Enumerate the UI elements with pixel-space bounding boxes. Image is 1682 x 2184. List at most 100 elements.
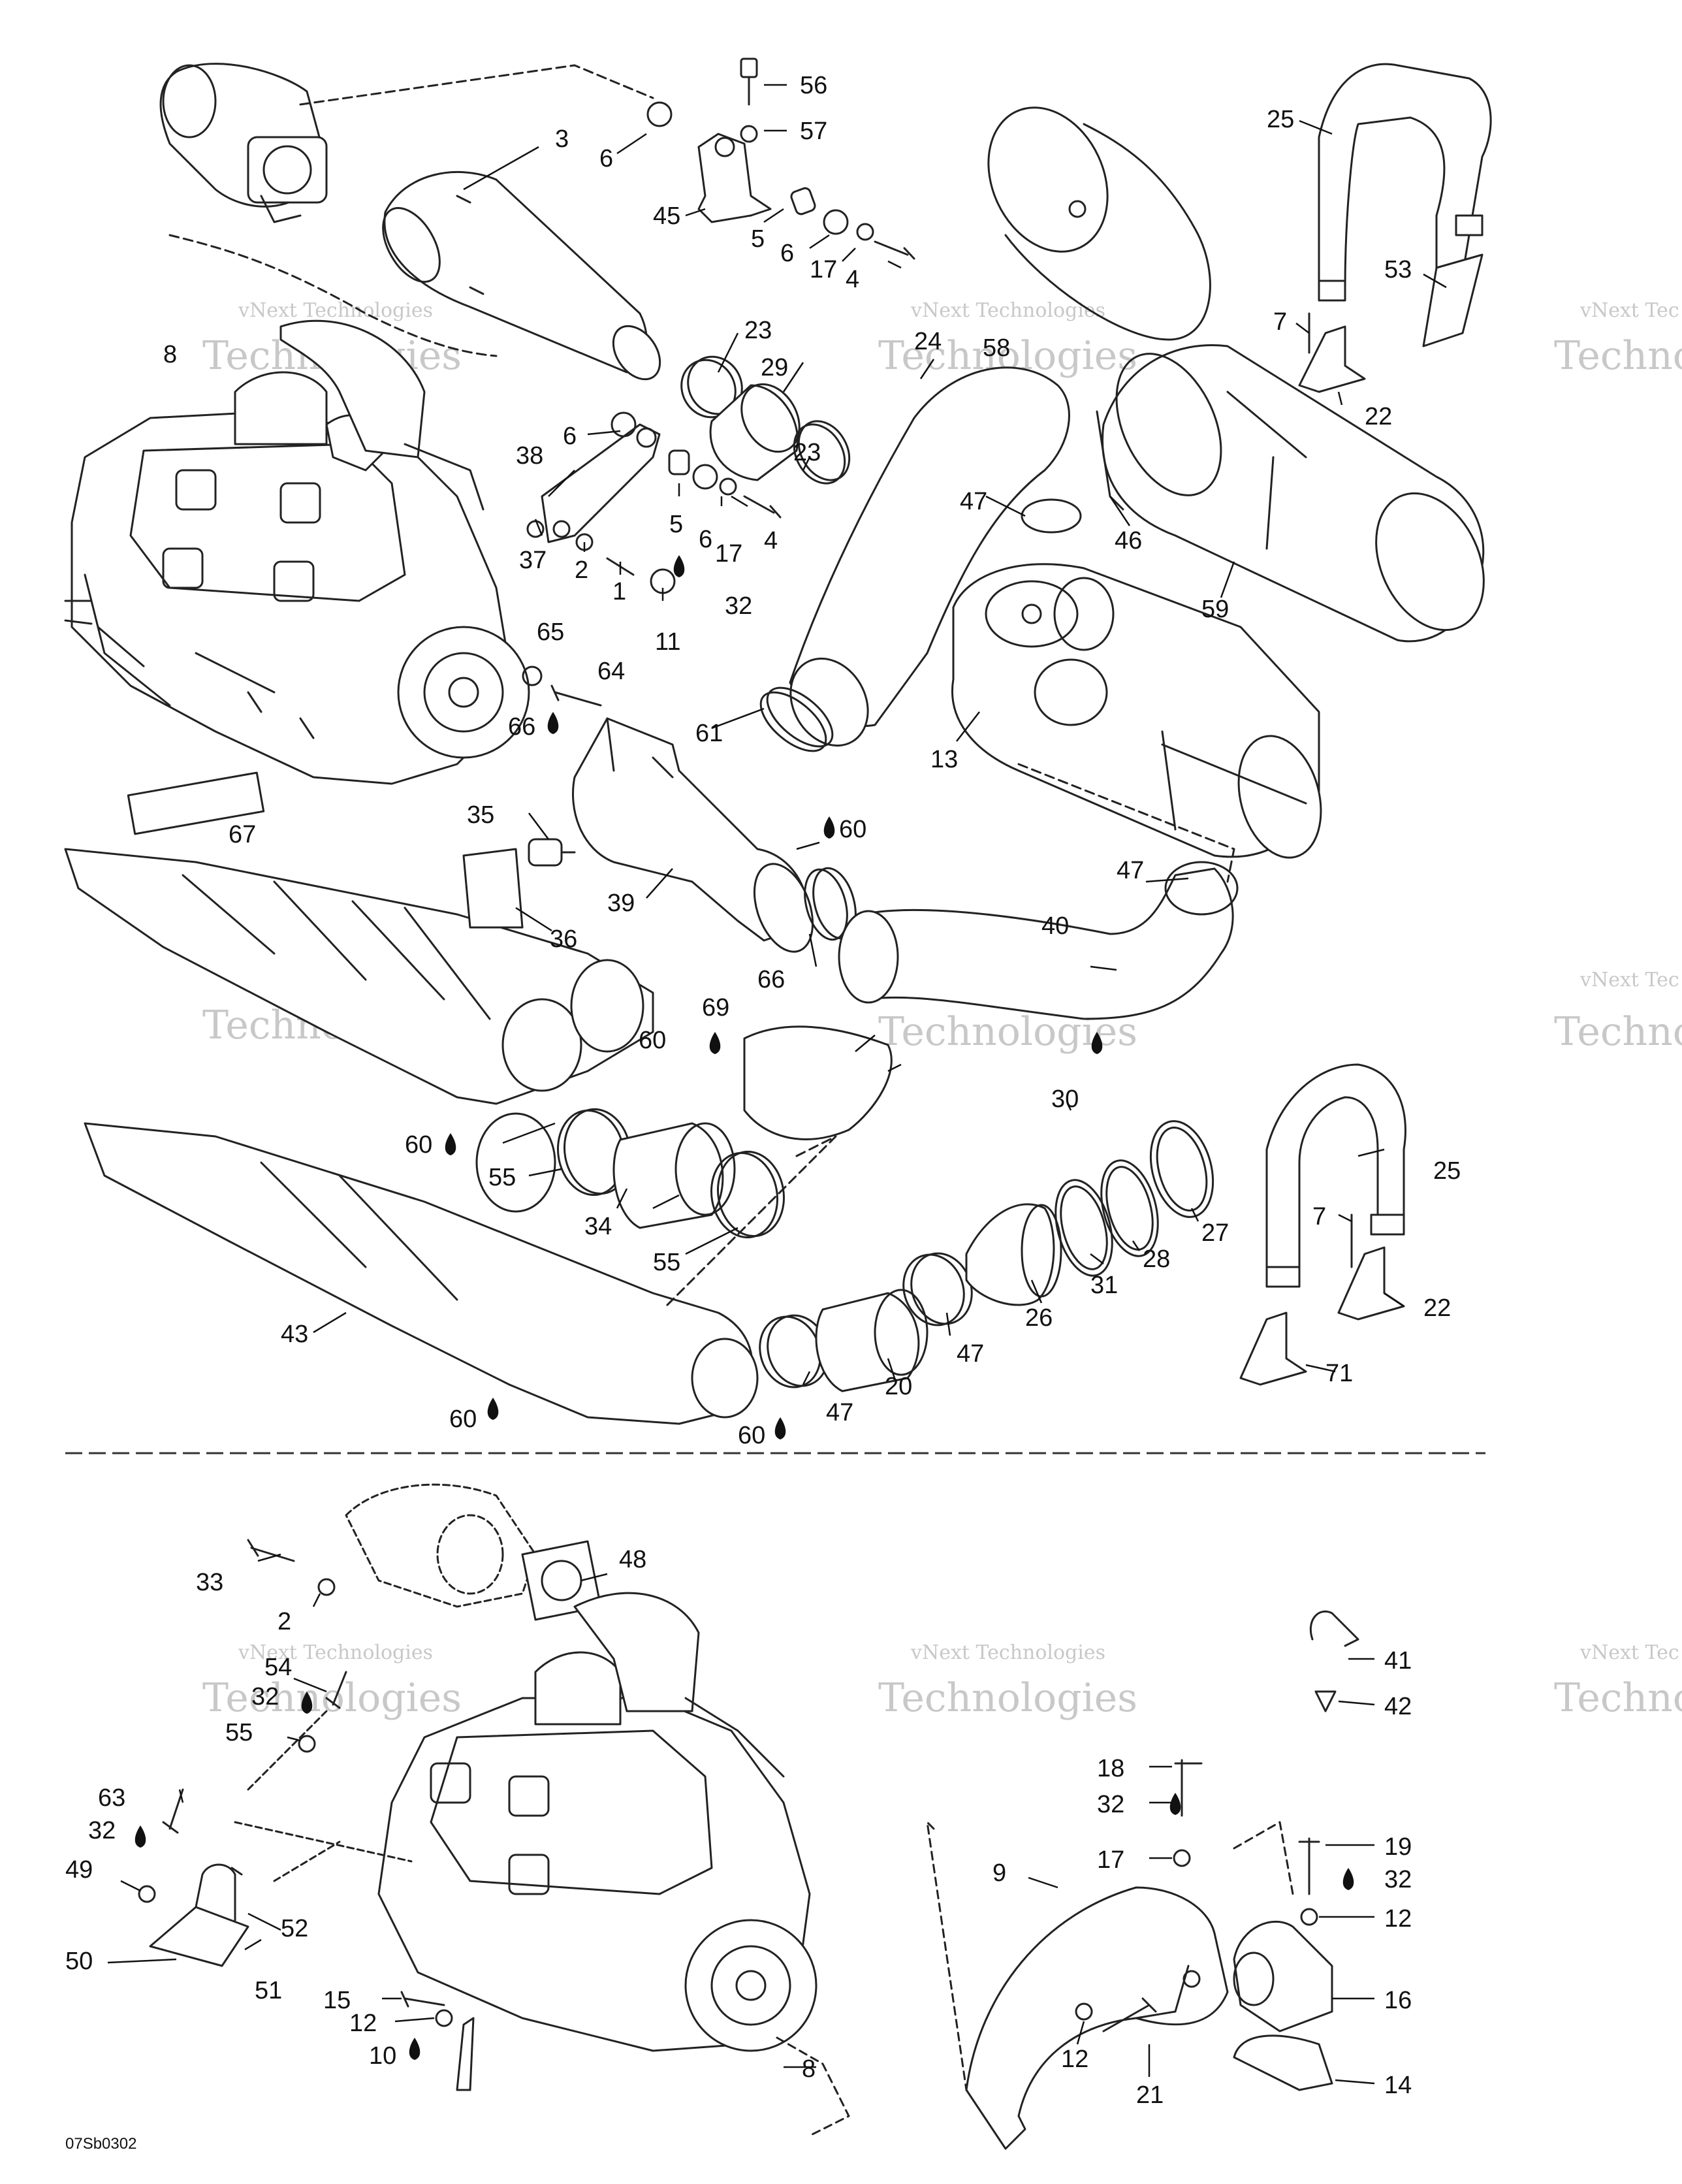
callout-11: 11 — [655, 628, 680, 656]
callout-64: 64 — [597, 658, 625, 685]
bracket-22a — [1298, 325, 1366, 393]
muffler-cover-60 — [1102, 344, 1485, 643]
callout-6: 6 — [780, 240, 794, 267]
exhaust-hose-24 — [789, 366, 1070, 747]
callout-32: 32 — [251, 1683, 279, 1710]
callout-56: 55 — [653, 1249, 680, 1276]
washer-58 — [740, 125, 758, 143]
callout-19: 19 — [1384, 1833, 1412, 1861]
callout-5: 5 — [751, 225, 765, 253]
watermark: vNext Technologies — [238, 299, 433, 322]
callout-46: 46 — [1115, 527, 1142, 554]
callout-40: 40 — [1041, 912, 1069, 940]
sleeve-29 — [709, 383, 801, 481]
plate-14 — [1233, 2034, 1333, 2091]
watermark: vNext Tec — [1579, 1641, 1679, 1664]
callout-31: 31 — [1090, 1272, 1118, 1299]
callout-29: 29 — [761, 354, 788, 381]
clamp-47a — [1021, 498, 1082, 534]
leader-lines — [107, 84, 1447, 2085]
callout-13: 13 — [930, 746, 958, 773]
strap-25a — [1318, 63, 1492, 302]
callout-32: 32 — [725, 592, 752, 620]
callout-70: 69 — [702, 994, 729, 1021]
callout-32: 32 — [1384, 1866, 1412, 1893]
screw-57 — [740, 57, 758, 106]
callout-42: 42 — [1384, 1693, 1412, 1720]
washer-12c — [1075, 2002, 1093, 2021]
bolt-4b — [743, 495, 782, 519]
callout-18: 18 — [1097, 1755, 1124, 1782]
callout-51: 51 — [255, 1977, 282, 2004]
callout-66: 66 — [508, 713, 535, 741]
watermark: vNext Technologies — [238, 1641, 433, 1664]
callout-62: 60 — [839, 816, 866, 843]
bolt-63 — [162, 1788, 184, 1834]
callout-28: 28 — [1143, 1245, 1170, 1273]
callout-52: 52 — [281, 1915, 308, 1942]
callout-61: 61 — [695, 720, 723, 747]
callout-12: 12 — [1061, 2046, 1088, 2073]
bolt-19 — [1298, 1837, 1320, 1895]
watermark: vNext Tec — [1579, 299, 1679, 322]
callout-22: 22 — [1423, 1294, 1451, 1322]
callout-7: 7 — [1312, 1203, 1326, 1230]
callout-38: 38 — [516, 442, 543, 470]
screw-64 — [550, 684, 602, 707]
callout-25: 25 — [1433, 1157, 1461, 1185]
callout-26: 26 — [1025, 1304, 1053, 1332]
nut-6a — [823, 209, 849, 235]
washer-49 — [138, 1885, 156, 1903]
watermark: vNext Technologies — [910, 299, 1105, 322]
callout-8: 8 — [163, 341, 177, 368]
water-box-44 — [64, 848, 654, 1213]
callout-25: 25 — [1267, 106, 1294, 133]
grommet-35 — [528, 838, 576, 867]
callout-57: 56 — [800, 72, 827, 99]
callout-22: 22 — [1365, 403, 1392, 430]
ring-31 — [1055, 1179, 1113, 1277]
bracket-45 — [697, 133, 772, 223]
clip-52 — [230, 1867, 243, 1876]
callout-34: 34 — [584, 1213, 612, 1240]
callout-32: 32 — [1097, 1791, 1124, 1818]
callout-69: 67 — [229, 821, 256, 848]
bracket-22b — [1337, 1246, 1405, 1321]
washer-17c — [1173, 1849, 1191, 1867]
callout-27: 27 — [1201, 1219, 1229, 1247]
seal-70 — [743, 1025, 893, 1140]
callout-6: 6 — [563, 423, 577, 450]
bracket-53 — [1422, 253, 1484, 347]
callout-50: 50 — [65, 1948, 93, 1975]
ring-28 — [1100, 1159, 1159, 1257]
callout-60: 59 — [1201, 596, 1229, 623]
callout-62: 60 — [405, 1131, 432, 1159]
bolt-4a — [874, 240, 915, 260]
callout-7: 7 — [1273, 308, 1287, 336]
callout-9: 9 — [992, 1859, 1006, 1887]
callout-30: 30 — [1051, 1085, 1079, 1113]
callout-17: 17 — [715, 540, 742, 568]
engine-mount-16 — [1233, 1920, 1333, 2032]
washer-12a — [435, 2009, 453, 2027]
callout-2: 2 — [278, 1608, 291, 1635]
callout-6: 6 — [699, 526, 712, 553]
callout-47: 47 — [1117, 857, 1144, 884]
outlet-26 — [965, 1203, 1062, 1306]
callout-8: 8 — [802, 2055, 816, 2083]
sleeve-20 — [815, 1289, 928, 1392]
bolt-21 — [1102, 1997, 1157, 2032]
callout-54: 54 — [264, 1654, 292, 1681]
callout-21: 21 — [1136, 2081, 1164, 2109]
watermark: vNext Technologies — [910, 1641, 1105, 1664]
callout-33: 33 — [196, 1569, 223, 1596]
bolt-18 — [1174, 1759, 1203, 1817]
bracket-71 — [1239, 1311, 1307, 1386]
watermark: Techno — [1554, 333, 1682, 379]
callout-17: 17 — [1097, 1846, 1124, 1874]
callout-47: 47 — [826, 1399, 853, 1426]
manifold-lower — [345, 1483, 537, 1608]
drawing-code: 07Sb0302 — [65, 2135, 136, 2153]
hose-40 — [838, 861, 1239, 1020]
